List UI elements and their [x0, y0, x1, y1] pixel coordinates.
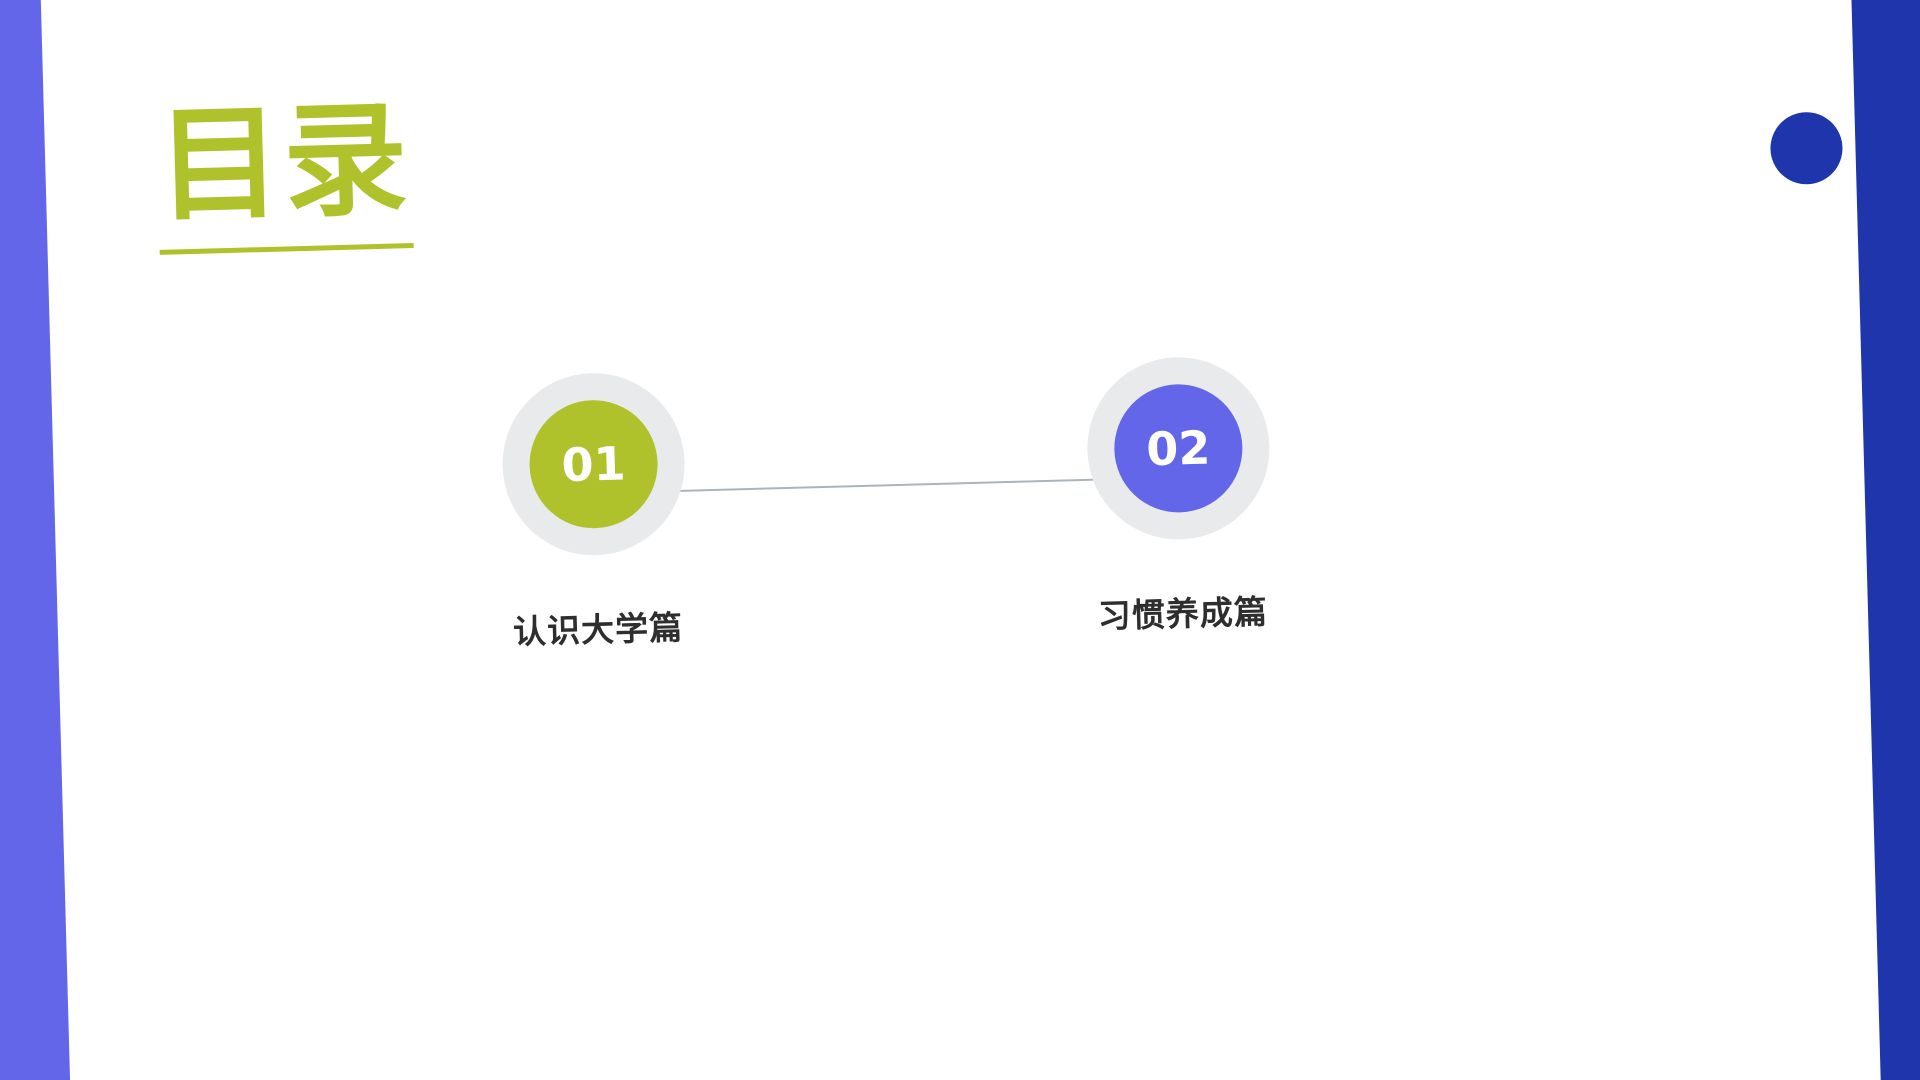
step-bubble-02[interactable]: 02 [1112, 382, 1245, 515]
step-label-02: 习惯养成篇 [1097, 592, 1269, 636]
white-content-card: 目录 01 认识大学篇 02 [40, 0, 1881, 1080]
step-ring-01: 01 [500, 370, 687, 558]
step-bubble-01[interactable]: 01 [527, 398, 660, 530]
agenda-steps: 01 认识大学篇 02 习惯养成篇 [40, 0, 1881, 1080]
step-label-01: 认识大学篇 [512, 607, 684, 652]
card-inner: 目录 01 认识大学篇 02 [40, 0, 1881, 1080]
agenda-item-02[interactable]: 02 习惯养成篇 [1061, 354, 1298, 638]
step-number-02: 02 [1145, 420, 1212, 477]
step-ring-02: 02 [1084, 354, 1272, 542]
agenda-item-01[interactable]: 01 认识大学篇 [476, 370, 713, 654]
step-number-01: 01 [560, 436, 627, 493]
